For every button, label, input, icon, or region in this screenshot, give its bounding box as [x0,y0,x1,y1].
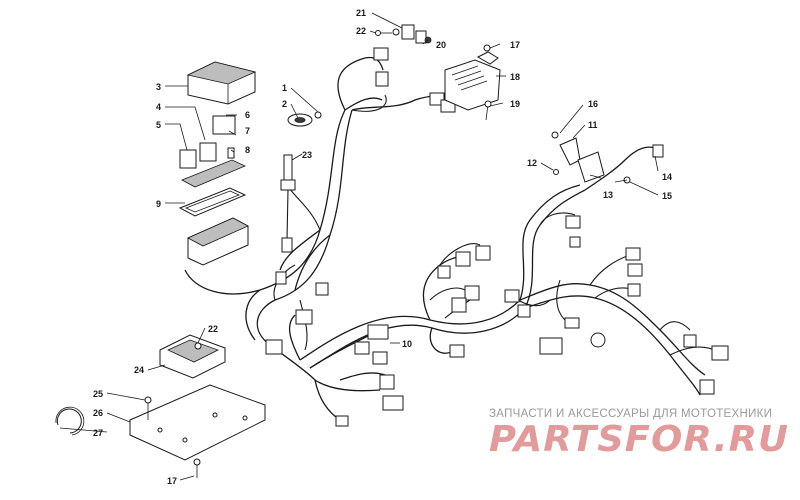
callout-18: 18 [510,72,520,82]
callout-11: 11 [588,120,598,130]
connector-z [699,379,715,395]
connector-14-body [652,144,664,158]
callout-12: 12 [527,158,537,168]
connector-o [275,271,287,285]
connector-g [354,341,370,355]
callout-10: 10 [402,339,412,349]
bracket-11 [551,131,631,184]
callout-22: 22 [356,26,366,36]
connector-y [711,345,729,361]
callout-13: 13 [603,190,613,200]
fuse-block [187,217,249,266]
connector-c [437,265,451,279]
callout-16: 16 [588,99,598,109]
leader-lines [59,12,659,481]
screw-19 [484,100,492,121]
connectors [265,47,729,427]
watermark-caption: ЗАПЧАСТИ И АКСЕССУАРЫ ДЛЯ МОТОТЕХНИКИ [489,408,772,420]
connector-v [517,304,531,318]
connector-f [449,344,465,358]
connector-m [295,309,313,325]
connector-d [464,285,480,301]
callout-1: 1 [282,83,287,93]
connector-t [627,283,641,297]
watermark: ЗАПЧАСТИ И АКСЕССУАРЫ ДЛЯ МОТОТЕХНИКИ PA… [489,408,789,460]
relay-6 [212,115,236,135]
relay-box-cover [186,61,257,105]
callout-4: 4 [156,102,161,112]
top-switch-20 [375,24,432,44]
callout-3: 3 [156,82,161,92]
callout-20: 20 [436,40,446,50]
mounting-plate-26 [129,384,266,461]
callout-2: 2 [282,99,287,109]
connector-b [475,245,491,261]
connector-e [451,297,467,313]
connector-round [590,332,606,348]
connector-a [455,251,471,267]
relay-5 [179,149,197,169]
callout-14: 14 [662,172,672,182]
ecu-24 [159,334,226,379]
connector-q [569,236,581,248]
callout-5: 5 [156,120,161,130]
connector-top [373,47,389,61]
connector-u [504,289,520,303]
gasket [178,187,247,217]
connector-x [564,317,580,329]
voltage-regulator [444,59,501,111]
callout-7: 7 [245,126,250,136]
connector-top-2 [375,71,389,87]
circuit-breaker [287,111,322,127]
callout-17: 17 [510,40,520,50]
connector-p [565,215,581,229]
clamp-27 [55,406,85,436]
washer-22b [194,342,202,350]
callout-8: 8 [245,145,250,155]
callout-17b: 17 [167,476,177,486]
callout-25: 25 [93,389,103,399]
callout-6: 6 [245,110,250,120]
callout-26: 26 [93,408,103,418]
connector-k [335,415,349,427]
fuse-7 [227,147,235,159]
connector-s [627,263,643,277]
connector-w [539,337,563,355]
callout-23: 23 [302,150,312,160]
callout-24: 24 [134,365,144,375]
callout-21: 21 [356,8,366,18]
callout-19: 19 [510,99,520,109]
relay-4 [199,142,217,162]
callout-15: 15 [662,191,672,201]
wiring-harness [184,56,706,421]
relays [179,115,236,169]
connector-r [625,247,641,261]
connector-j [382,395,404,411]
callout-22b: 22 [208,324,218,334]
connector-10 [367,324,389,340]
callout-27: 27 [93,428,103,438]
connector-l [265,339,283,355]
sensor-23 [280,154,296,253]
fuse-label-sheet [181,159,246,188]
connector-n [315,282,329,296]
callout-labels: 1 2 3 4 5 6 7 8 9 10 11 12 13 14 15 16 1… [93,8,672,486]
nut-17 [476,44,499,65]
callout-9: 9 [156,199,161,209]
bolt-17b [193,458,201,478]
watermark-brand: PARTSFOR.RU [489,419,789,460]
connector-aa [683,334,697,348]
connector-i [379,374,395,390]
connector-h [372,351,388,365]
